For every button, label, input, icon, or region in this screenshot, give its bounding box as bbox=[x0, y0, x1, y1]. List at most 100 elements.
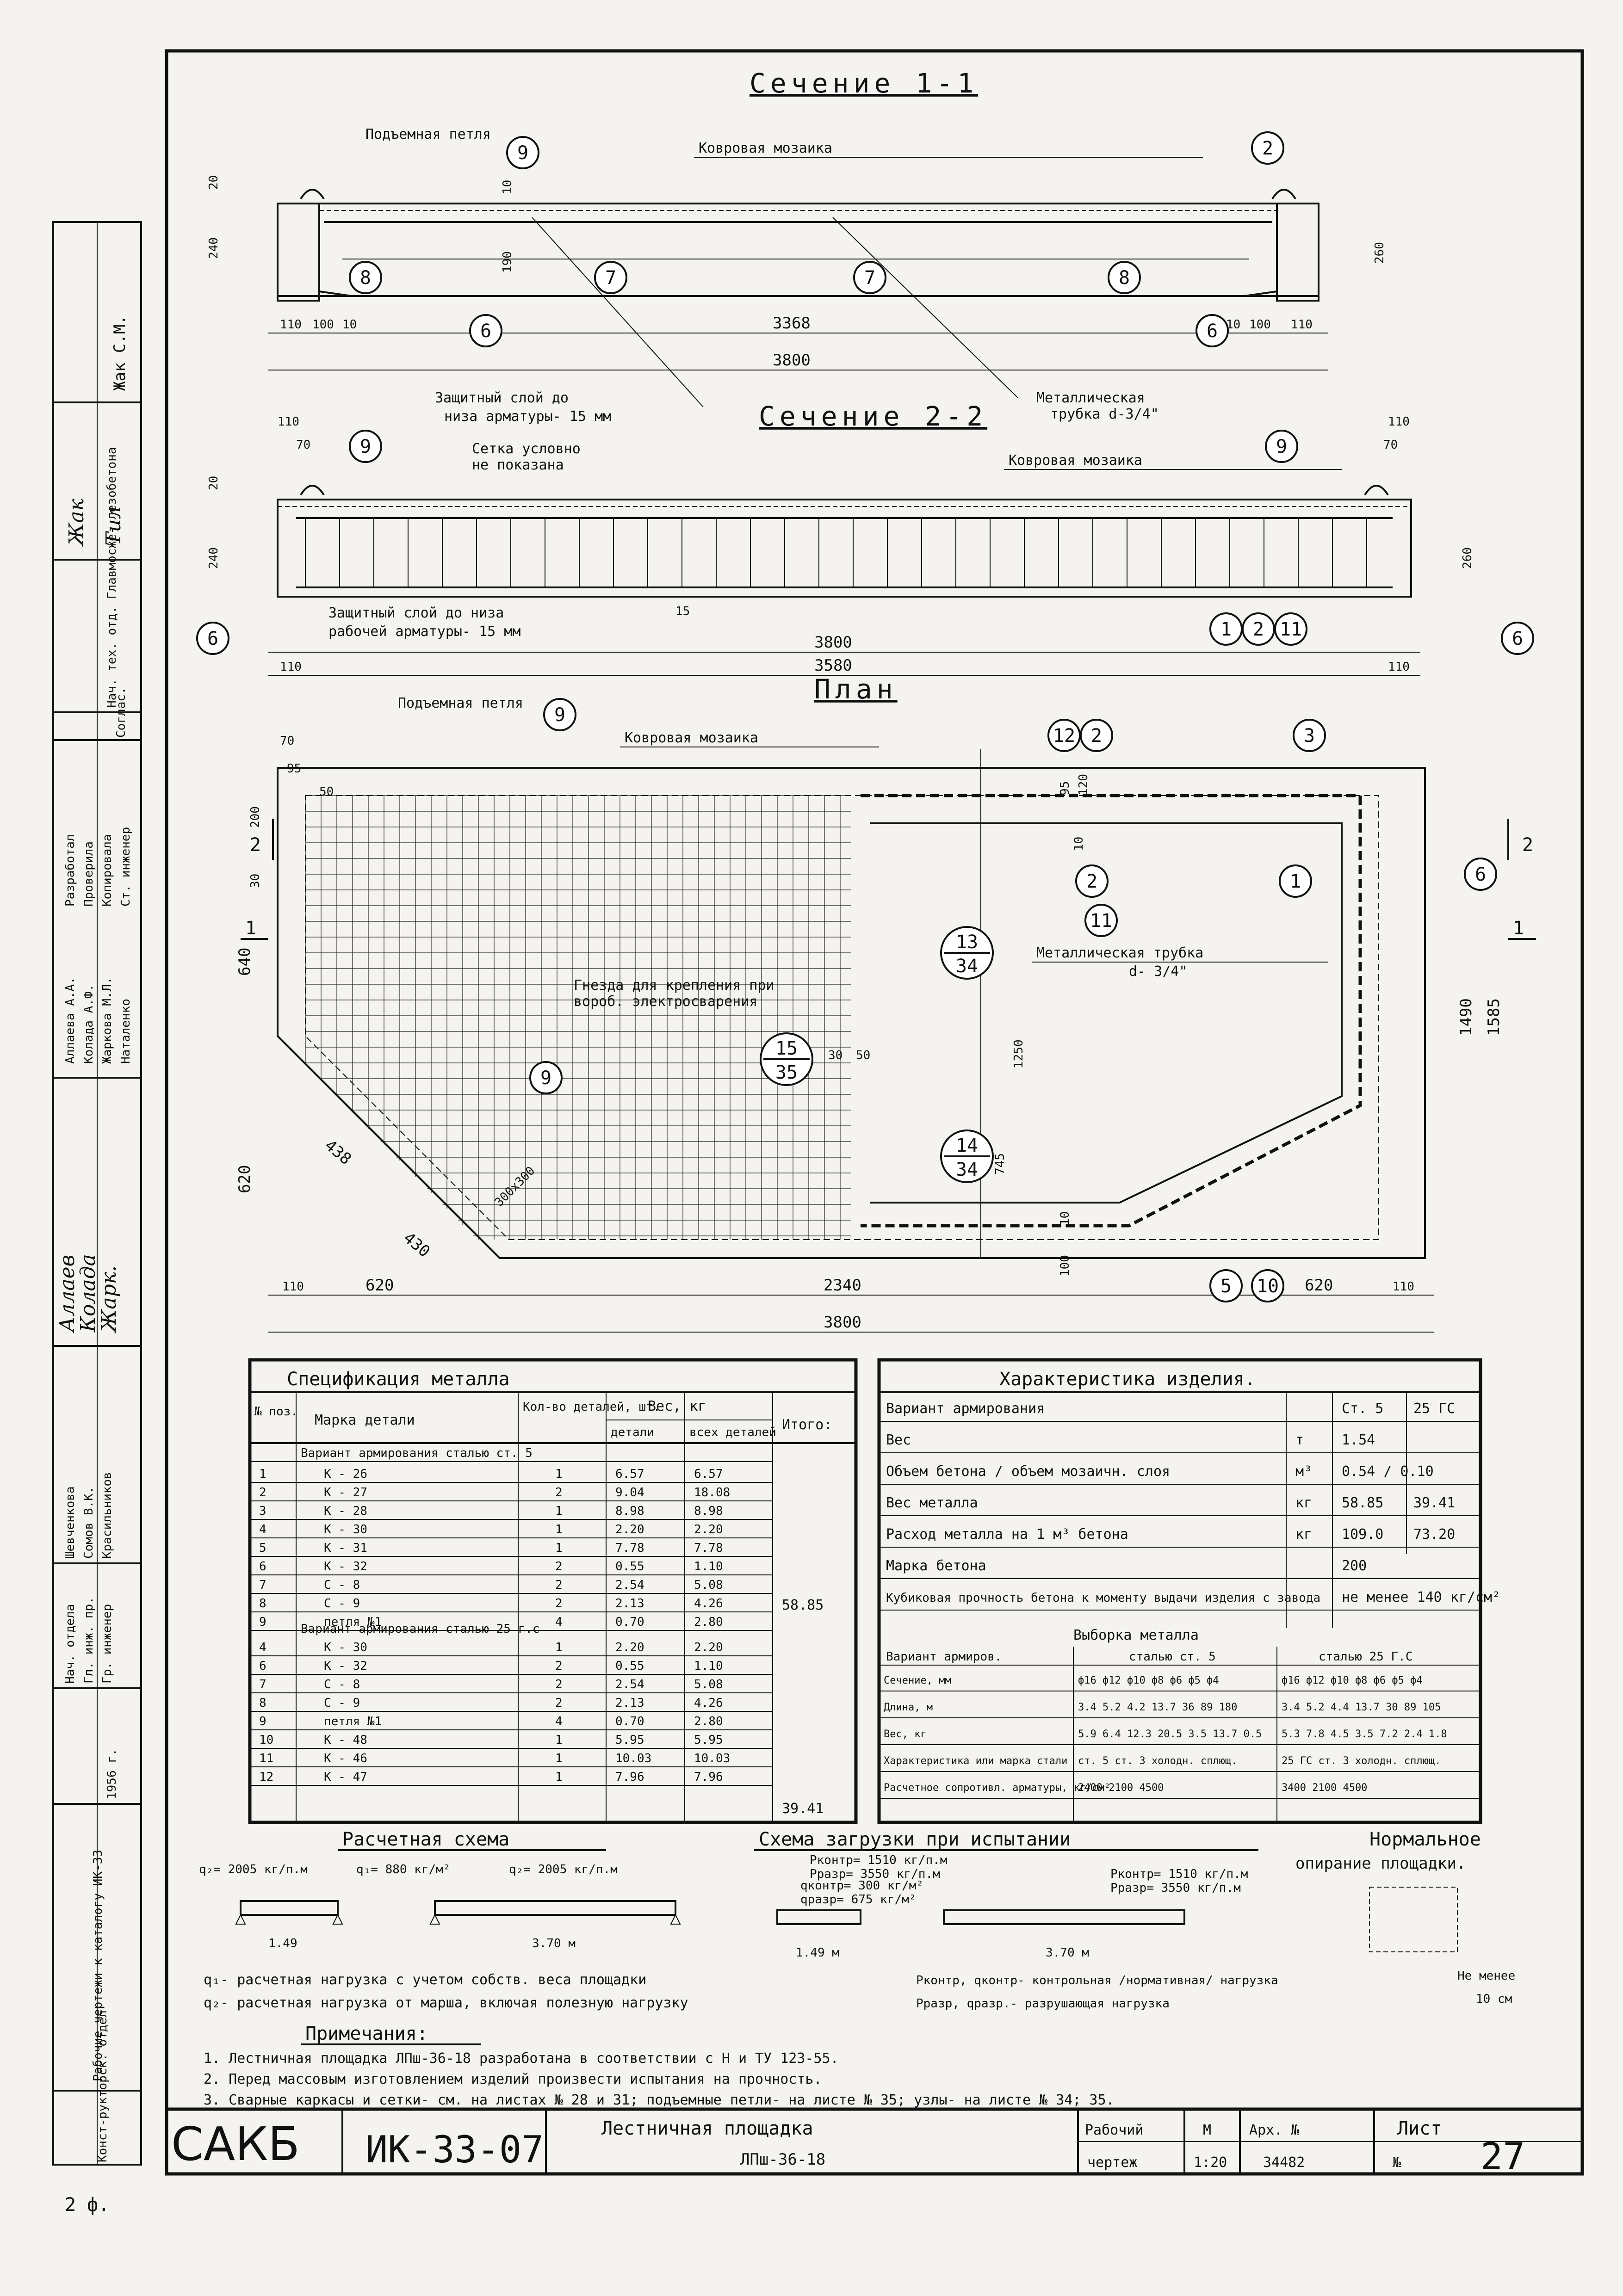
svg-text:110: 110 bbox=[1291, 318, 1313, 332]
svg-text:ст. 5 ст. 3 холодн. сплющ.: ст. 5 ст. 3 холодн. сплющ. bbox=[1078, 1755, 1237, 1767]
svg-text:3: 3 bbox=[259, 1504, 266, 1518]
svg-text:опирание площадки.: опирание площадки. bbox=[1295, 1854, 1466, 1873]
position-bubble: 6 bbox=[469, 314, 502, 347]
svg-text:1: 1 bbox=[245, 918, 256, 939]
svg-text:Нач. отдела: Нач. отдела bbox=[63, 1604, 77, 1684]
svg-text:1: 1 bbox=[555, 1641, 563, 1654]
bubble-number: 2 bbox=[1086, 871, 1097, 892]
svg-text:3368: 3368 bbox=[773, 314, 811, 333]
position-bubble: 6 bbox=[1464, 858, 1497, 891]
svg-text:Красильников: Красильников bbox=[100, 1472, 114, 1559]
section-1-1: Сечение 1-1 Подъемная петля Ковровая моз… bbox=[207, 68, 1387, 425]
svg-text:q₁- расчетная нагрузка с уче: q₁- расчетная нагрузка с учетом собств. … bbox=[204, 1972, 646, 1988]
position-bubble: 6 bbox=[196, 622, 229, 655]
svg-text:2: 2 bbox=[555, 1696, 563, 1710]
svg-text:Pконтр= 1510 кг/п.м: Pконтр= 1510 кг/п.м bbox=[1110, 1867, 1248, 1881]
svg-text:Вес, кг: Вес, кг bbox=[884, 1728, 927, 1740]
svg-text:Шевченкова: Шевченкова bbox=[63, 1486, 77, 1559]
sidebar-sign-1: Аллаев bbox=[56, 1255, 79, 1333]
svg-text:ЛПш-36-18: ЛПш-36-18 bbox=[740, 2150, 825, 2169]
svg-text:Характеристика или марка стали: Характеристика или марка стали bbox=[884, 1755, 1067, 1767]
svg-text:7: 7 bbox=[259, 1678, 266, 1691]
position-bubble: 1 bbox=[1279, 864, 1312, 898]
svg-text:2.20: 2.20 bbox=[694, 1523, 723, 1537]
svg-text:К - 32: К - 32 bbox=[324, 1659, 367, 1673]
svg-text:9: 9 bbox=[259, 1615, 266, 1629]
svg-text:т: т bbox=[1295, 1432, 1304, 1448]
bubble-number: 10 bbox=[1257, 1276, 1279, 1297]
svg-text:620: 620 bbox=[1305, 1276, 1333, 1295]
svg-text:1: 1 bbox=[1513, 918, 1524, 939]
svg-text:Кол-во деталей, шт.: Кол-во деталей, шт. bbox=[523, 1400, 660, 1414]
section-1-1-mosaic: Ковровая мозаика bbox=[699, 140, 832, 156]
svg-text:К - 46: К - 46 bbox=[324, 1752, 367, 1765]
svg-text:2: 2 bbox=[555, 1486, 563, 1500]
svg-text:0.55: 0.55 bbox=[615, 1560, 644, 1574]
svg-text:10: 10 bbox=[501, 180, 514, 194]
svg-text:Вес: Вес bbox=[886, 1432, 911, 1448]
svg-text:м³: м³ bbox=[1295, 1463, 1312, 1480]
svg-text:Ст. инженер: Ст. инженер bbox=[119, 827, 133, 907]
svg-text:3800: 3800 bbox=[814, 633, 852, 652]
sidebar-konstr: Конст-рукторск. отдел bbox=[96, 2010, 110, 2162]
svg-text:не менее 140 кг/см²: не менее 140 кг/см² bbox=[1342, 1589, 1500, 1605]
bubble-number: 8 bbox=[360, 267, 371, 289]
svg-text:1: 1 bbox=[555, 1467, 563, 1481]
svg-text:95: 95 bbox=[287, 762, 301, 776]
svg-text:34482: 34482 bbox=[1263, 2154, 1305, 2171]
sel-row: Характеристика или марка стали ст. 5 ст. … bbox=[879, 1755, 1481, 1772]
svg-text:К - 32: К - 32 bbox=[324, 1560, 367, 1574]
svg-text:1: 1 bbox=[555, 1504, 563, 1518]
svg-text:q₂- расчетная нагрузка от ма: q₂- расчетная нагрузка от марша, включая… bbox=[204, 1995, 688, 2011]
svg-text:низа арматуры- 15 мм: низа арматуры- 15 мм bbox=[444, 408, 611, 425]
svg-text:Pразр= 3550 кг/п.м: Pразр= 3550 кг/п.м bbox=[1110, 1881, 1241, 1895]
svg-text:620: 620 bbox=[365, 1276, 394, 1295]
svg-text:q₂= 2005 кг/п.м: q₂= 2005 кг/п.м bbox=[199, 1863, 308, 1876]
sel-row: Расчетное сопротивл. арматуры, кг/см²240… bbox=[879, 1782, 1481, 1799]
svg-text:20: 20 bbox=[207, 175, 221, 190]
svg-text:Итого:: Итого: bbox=[782, 1417, 832, 1433]
position-bubble: 2 bbox=[1251, 131, 1284, 165]
svg-text:Кубиковая прочность бетона к м: Кубиковая прочность бетона к моменту выд… bbox=[886, 1591, 1320, 1605]
position-bubble: 9 bbox=[529, 1061, 563, 1094]
svg-text:4: 4 bbox=[259, 1641, 266, 1654]
svg-text:110: 110 bbox=[1388, 660, 1410, 674]
svg-text:2: 2 bbox=[555, 1597, 563, 1611]
svg-text:Расчетное сопротивл. арматуры,: Расчетное сопротивл. арматуры, кг/см² bbox=[884, 1782, 1110, 1794]
svg-text:Pконтр, qконтр- контрольная /н: Pконтр, qконтр- контрольная /нормативная… bbox=[916, 1974, 1278, 1987]
svg-text:Расчетная схема: Расчетная схема bbox=[342, 1829, 509, 1850]
svg-text:3400 2100 4500: 3400 2100 4500 bbox=[1282, 1782, 1367, 1794]
position-bubble: 7 bbox=[594, 261, 627, 294]
svg-text:3800: 3800 bbox=[773, 351, 811, 370]
position-bubble: 6 bbox=[1196, 314, 1229, 347]
svg-text:50: 50 bbox=[319, 785, 334, 799]
svg-text:№ поз.: № поз. bbox=[254, 1405, 298, 1419]
svg-text:Расход металла на 1 м³ бетона: Расход металла на 1 м³ бетона bbox=[886, 1526, 1128, 1543]
svg-text:2: 2 bbox=[1522, 834, 1533, 856]
bubble-number: 9 bbox=[517, 142, 528, 164]
sidebar-signature-zhak: Жак bbox=[65, 498, 88, 547]
bubble-number: 1 bbox=[1220, 619, 1232, 640]
svg-text:260: 260 bbox=[1461, 547, 1474, 569]
bubble-number: 2 bbox=[1253, 619, 1264, 640]
svg-text:Вариант армирования: Вариант армирования bbox=[886, 1401, 1045, 1417]
svg-text:200: 200 bbox=[248, 806, 262, 828]
position-bubble: 9 bbox=[543, 698, 576, 731]
svg-text:всех деталей: всех деталей bbox=[689, 1426, 776, 1439]
sidebar-sign-3: Жарк. bbox=[97, 1265, 121, 1333]
svg-text:2: 2 bbox=[250, 834, 261, 856]
svg-text:14: 14 bbox=[956, 1135, 978, 1156]
svg-text:2: 2 bbox=[555, 1678, 563, 1691]
svg-text:25 ГС ст. 3 холодн. сплющ.: 25 ГС ст. 3 холодн. сплющ. bbox=[1282, 1755, 1441, 1767]
svg-text:39.41: 39.41 bbox=[1413, 1495, 1455, 1511]
svg-text:1250: 1250 bbox=[1012, 1039, 1026, 1068]
